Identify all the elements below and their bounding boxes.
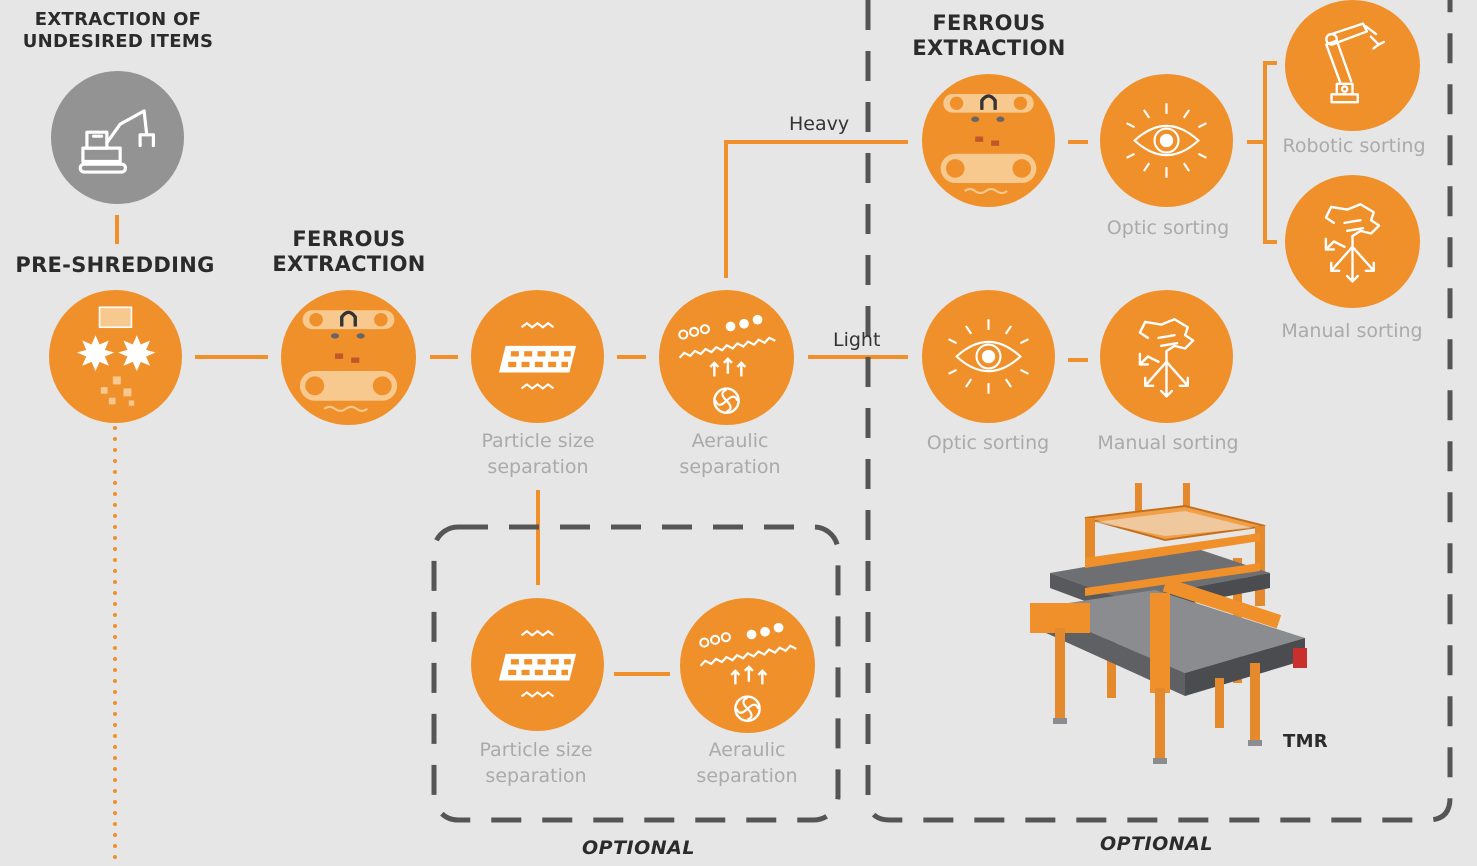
eye-icon [1126, 103, 1207, 178]
ferrous-extraction-heading: FERROUS EXTRACTION [272, 227, 426, 277]
aeraulic-separation-node [659, 290, 794, 425]
air-separator-icon [699, 622, 797, 723]
manual-sorting-light-node [1100, 290, 1233, 423]
particle-size-separation-optional-node [471, 598, 604, 731]
optic-sorting-heavy-node [1100, 74, 1233, 207]
sieve-icon [498, 321, 577, 390]
preshredding-node [49, 290, 182, 423]
aeraulic-caption: Aeraulic separation [679, 430, 781, 478]
air-separator-icon [678, 314, 776, 415]
particle-size-optional-caption: Particle size separation [479, 739, 593, 787]
ferrous-extraction-optional-node [922, 74, 1055, 207]
magnetic-conveyor-icon [940, 93, 1037, 195]
magnetic-conveyor-icon [299, 310, 398, 412]
aeraulic-optional-caption: Aeraulic separation [696, 739, 798, 787]
robotic-sorting-caption: Robotic sorting [1282, 135, 1426, 157]
tmr-label: TMR [1283, 731, 1328, 752]
optic-sorting-light-node [922, 290, 1055, 423]
optic-sorting-light-caption: Optic sorting [926, 432, 1050, 454]
tmr-machine-image [1030, 483, 1307, 764]
aeraulic-separation-optional-node [680, 598, 815, 733]
shredder-icon [76, 306, 156, 406]
ferrous-extraction-node [281, 290, 416, 425]
ferrous-extraction-optional-heading: FERROUS EXTRACTION [912, 11, 1066, 61]
manual-sorting-light-caption: Manual sorting [1097, 432, 1239, 454]
undesired-items-heading: EXTRACTION OF UNDESIRED ITEMS [22, 9, 214, 52]
optional-right-label: OPTIONAL [1100, 833, 1213, 855]
sieve-icon [498, 629, 577, 698]
optic-sorting-heavy-caption: Optic sorting [1106, 217, 1230, 239]
manual-sorting-heavy-caption: Manual sorting [1281, 320, 1423, 342]
undesired-items-node [51, 71, 184, 204]
excavator-icon [78, 109, 156, 174]
robot-arm-icon [1325, 22, 1386, 104]
preshredding-heading: PRE-SHREDDING [15, 253, 215, 277]
manual-sorting-heavy-node [1285, 175, 1420, 308]
particle-size-separation-node [471, 290, 604, 423]
light-label: Light [833, 329, 881, 351]
hand-sorting-icon [1138, 318, 1195, 398]
optional-left-label: OPTIONAL [582, 837, 695, 859]
robotic-sorting-node [1285, 0, 1420, 131]
heavy-label: Heavy [789, 113, 850, 135]
hand-sorting-icon [1324, 203, 1381, 283]
particle-size-caption: Particle size separation [481, 430, 595, 478]
eye-icon [948, 319, 1029, 394]
